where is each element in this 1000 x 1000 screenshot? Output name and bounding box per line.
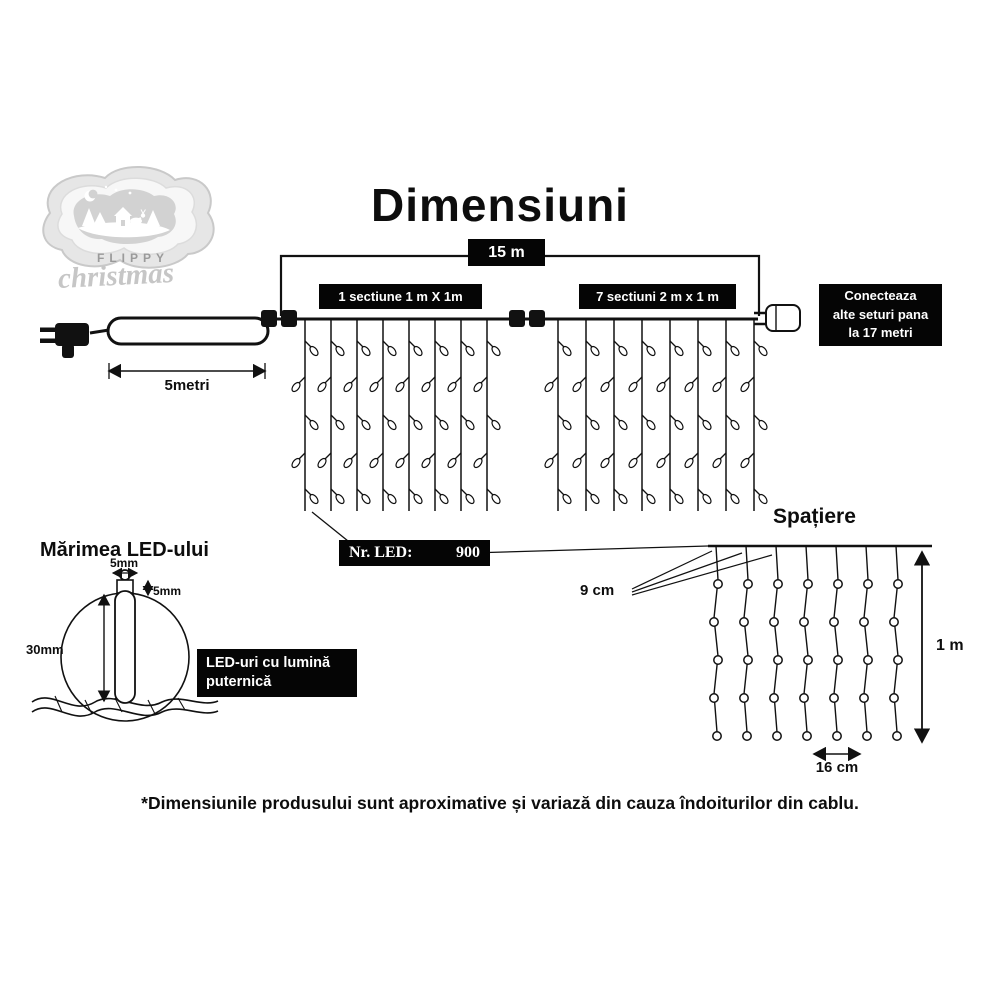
star-icon: [128, 191, 132, 195]
cable-connector-1: [261, 310, 297, 327]
tree-icon: [82, 208, 96, 226]
led-note-line1: LED-uri cu lumină: [206, 655, 331, 672]
led-note-line2: puternică: [206, 674, 272, 690]
led-note: LED-uri cu lumină puternică: [197, 649, 357, 697]
lead-length-measure: [107, 363, 267, 379]
curtain-section-1: [289, 318, 503, 512]
brand-script: christmas: [57, 256, 175, 296]
led-count-box: Nr. LED: 900: [339, 540, 490, 566]
section2-label: 7 sectiuni 2 m x 1 m: [579, 284, 736, 309]
led-count-value: 900: [456, 544, 480, 561]
connect-note: Conecteaza alte seturi pana la 17 metri: [819, 284, 942, 346]
section1-label: 1 sectiune 1 m X 1m: [319, 284, 482, 309]
connect-note-line3: la 17 metri: [848, 325, 913, 341]
led-length-label: 30mm: [26, 642, 64, 657]
led-count-pointer: [311, 511, 709, 554]
spacing-bottom-label: 16 cm: [815, 759, 859, 776]
page-title: Dimensiuni: [371, 179, 629, 231]
led-count-label: Nr. LED:: [349, 544, 413, 561]
spacing-horizontal-label: 9 cm: [580, 582, 615, 599]
disclaimer-text: *Dimensiunile produsului sunt aproximati…: [141, 793, 859, 813]
star-icon: [104, 185, 108, 189]
brand-logo-art: [42, 166, 215, 269]
connect-note-line1: Conecteaza: [844, 287, 917, 303]
led-size-title: Mărimea LED-ului: [40, 539, 209, 561]
tree-icon: [146, 210, 160, 226]
spacing-9cm-pointers: [631, 550, 773, 596]
brand-name: FLIPPY: [97, 251, 170, 265]
power-adapter: [40, 323, 89, 358]
led-cap-label: 5mm: [153, 584, 182, 598]
connect-note-line2: alte seturi pana: [832, 306, 929, 322]
total-width-label: 15 m: [468, 239, 545, 266]
tree-icon: [94, 212, 106, 224]
led-width-label: 5mm: [110, 556, 139, 570]
led-bulb: [114, 569, 136, 704]
cable-connector-2: [509, 310, 545, 327]
spacing-title: Spațiere: [773, 505, 856, 528]
deer-icon: [130, 209, 146, 230]
star-icon: [114, 188, 118, 192]
house-icon: [114, 207, 132, 226]
spacing-height-label: 1 m: [936, 637, 964, 654]
curtain-section-2: [542, 318, 770, 512]
spacing-diagram: [631, 544, 932, 762]
led-size-diagram: [31, 567, 219, 722]
end-plug: [754, 304, 801, 332]
lead-length-label: 5metri: [164, 377, 210, 394]
power-lead-cable: [89, 316, 270, 346]
